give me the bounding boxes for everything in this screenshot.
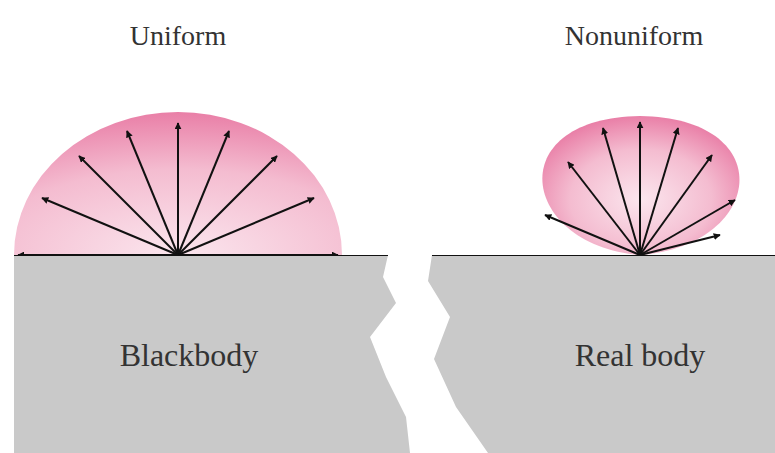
body-block: Blackbody (14, 255, 410, 453)
body-name: Real body (575, 337, 706, 374)
nonuniform-lobe (542, 116, 739, 255)
body-name: Blackbody (120, 337, 259, 374)
body-block: Real body (424, 255, 775, 453)
uniform-lobe (14, 112, 342, 255)
distribution-label: Uniform (130, 20, 226, 52)
distribution-label: Nonuniform (565, 20, 703, 52)
